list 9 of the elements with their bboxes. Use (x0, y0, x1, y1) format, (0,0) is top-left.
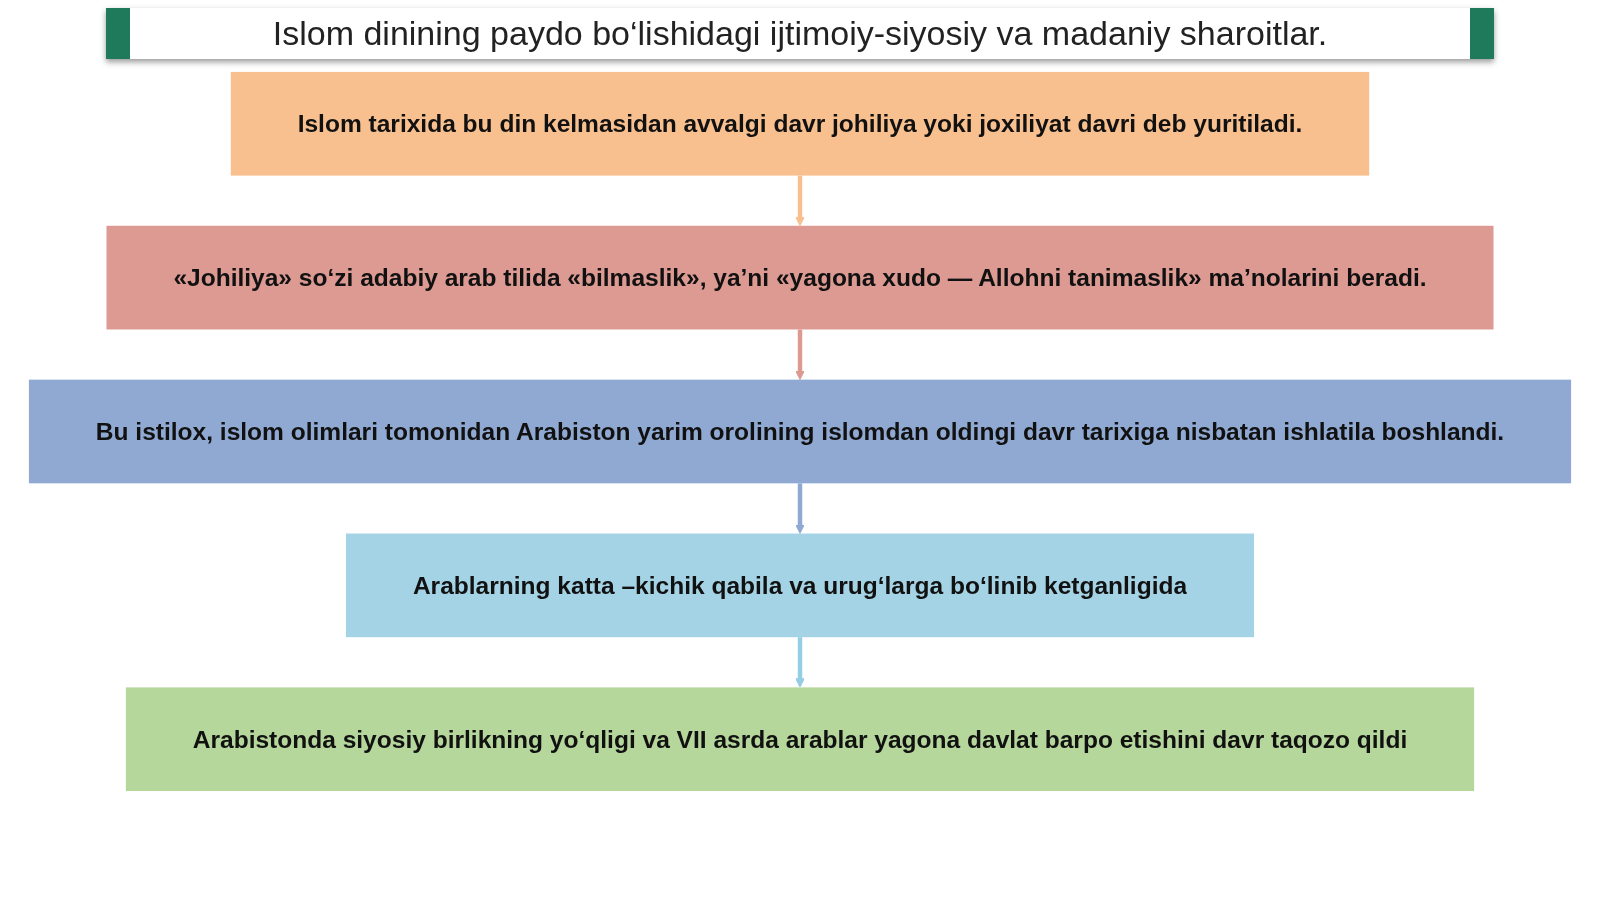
arrow (795, 637, 805, 688)
arrow (795, 329, 805, 381)
node-box: Islom tarixida bu din kelmasidan avvalgi davr johiliya yoki joxiliyat davri deb yuritiladi. (230, 71, 1370, 176)
node-box: Bu istilox, islom olimlari tomonidan Arabiston yarim orolining islomdan oldingi davr tarixiga nisbatan ishlatila boshlandi. (28, 379, 1572, 484)
node-box: Arabistonda siyosiy birlikning yo‘qligi va VII asrda arablar yagona davlat barpo etishini davr taqozo qildi (125, 687, 1475, 792)
arrow (795, 175, 805, 227)
node-box: «Johiliya» so‘zi adabiy arab tilida «bilmaslik», ya’ni «yagona xudo — Allohni tanimaslik» ma’nolarini beradi. (106, 225, 1494, 330)
node-box: Arablarning katta –kichik qabila va urug‘larga bo‘linib ketganligida (346, 533, 1254, 638)
arrow (795, 483, 805, 534)
